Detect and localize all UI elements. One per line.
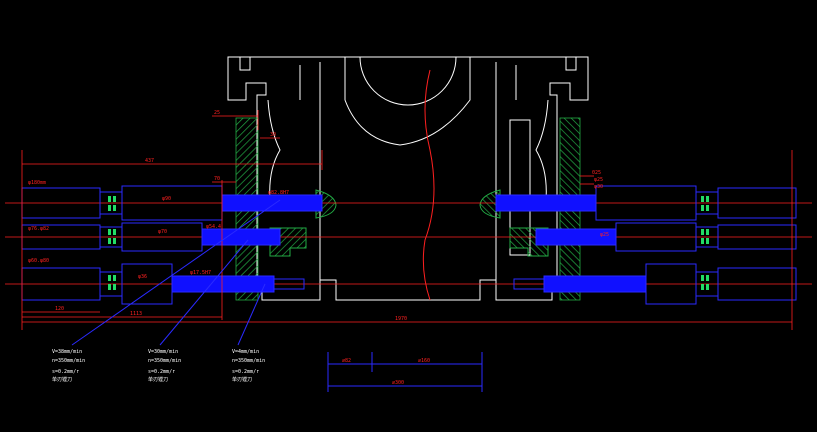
label-right-pair-b: φ30 [594,184,603,190]
dim-upper-left: 70 [214,176,220,182]
dim-top-slot: 30 [270,132,276,138]
label-bore-upper: φ82.8H7 [268,190,289,196]
center-lines [5,202,812,285]
dim-span-total: 1970 [395,316,407,322]
cutting-notes: V=38mm/min n=350mm/min s=0.2mm/r 单刃镗刀 V=… [52,349,265,383]
dim-bottom-b: 1113 [130,311,142,317]
right-inserts [701,196,709,290]
note-3-line2: n=350mm/min [232,358,265,364]
note-3-line1: V=4mm/min [232,349,259,355]
label-bar-lower: φ36 [138,274,147,280]
note-1-line1: V=38mm/min [52,349,82,355]
label-bore-middle: φ54.4 [206,224,221,230]
label-middle-dia: φ76.φ82 [28,226,49,232]
note-2-line1: V=30mm/min [148,349,178,355]
note-1-line2: n=350mm/min [52,358,85,364]
break-line [422,69,435,301]
note-1-line3: s=0.2mm/r [52,369,79,375]
label-right-bore: φ25 [600,232,609,238]
scale-bar [327,352,483,392]
right-boss-hatch [479,189,501,219]
label-lower-dia: φ60.φ80 [28,258,49,264]
note-2-line3: s=0.2mm/r [148,369,175,375]
note-2-line4: 单刃镗刀 [148,376,168,383]
label-bar-upper: φ90 [162,196,171,202]
right-boring-bars [495,185,797,305]
note-3-line3: s=0.2mm/r [232,369,259,375]
label-bore-lower: φ17.5H7 [190,270,211,276]
label-upper-dia: φ180mm [28,180,46,186]
label-bar-middle: φ70 [158,229,167,235]
dim-bottom-a: 120 [55,306,64,312]
workpiece-outline [227,56,589,301]
left-boring-bars [21,185,323,305]
left-inserts [108,196,116,290]
scale-total: ∅300 [392,380,404,386]
leader-lines [71,199,281,346]
label-right-pair-a: φ25 [594,177,603,183]
dim-top-left: 25 [214,110,220,116]
note-1-line4: 单刃镗刀 [52,376,72,383]
scale-seg-a: ∅82 [342,358,351,364]
dimension-lines [21,110,793,330]
dim-right-pair: 025 [592,170,601,176]
scale-seg-b: ∅160 [418,358,430,364]
dim-span-left: 437 [145,158,154,164]
note-2-line2: n=350mm/min [148,358,181,364]
note-3-line4: 单刃镗刀 [232,376,252,383]
